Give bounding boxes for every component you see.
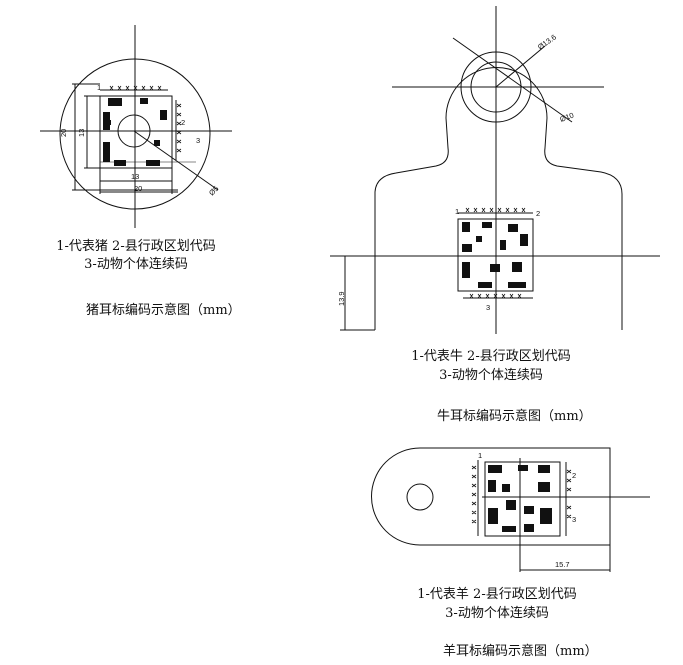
sheep-tick-marks [471,465,572,524]
cattle-code-square [457,218,534,292]
sheep-dim-width: 15.7 [555,560,570,569]
pig-dim-outer: 20 [59,129,68,137]
sheep-code-modules [488,465,552,532]
pig-hole-leader [133,130,219,191]
pig-tick-marks [109,85,182,153]
sheep-figure-title: 羊耳标编码示意图（mm） [443,644,598,659]
cattle-legend-line2: 3-动物个体连续码 [439,368,543,383]
cattle-label-1: 1 [455,207,459,216]
cattle-dim-height: 13.9 [337,291,346,306]
cattle-tick-marks [465,207,526,299]
pig-tag-drawing [40,25,232,228]
pig-figure-title: 猪耳标编码示意图（mm） [86,303,241,318]
pig-label-1: 1 [97,83,101,92]
sheep-tag-drawing [371,447,650,572]
sheep-tag-hole [406,483,434,511]
cattle-figure-title: 牛耳标编码示意图（mm） [437,409,592,424]
pig-dim-width-outer: 20 [134,184,142,193]
cattle-label-2: 2 [536,209,540,218]
sheep-code-square [484,461,561,537]
pig-legend-line2: 3-动物个体连续码 [84,257,188,272]
cattle-label-3: 3 [486,303,490,312]
pig-label-2: 2 [181,118,185,127]
pig-dim-hole: Ø5 [207,184,220,197]
cattle-code-modules [462,222,528,288]
pig-label-3: 3 [196,136,200,145]
sheep-tag-outline [371,447,611,546]
sheep-label-1: 1 [478,451,482,460]
cattle-legend-line1: 1-代表牛 2-县行政区划代码 [411,349,571,364]
cattle-tag-drawing [330,6,660,334]
pig-legend-line1: 1-代表猪 2-县行政区划代码 [56,239,216,254]
sheep-legend-line1: 1-代表羊 2-县行政区划代码 [417,587,577,602]
cattle-circle-leader [452,37,573,123]
pig-dim-inner: 13 [77,129,86,137]
sheep-legend-line2: 3-动物个体连续码 [445,606,549,621]
pig-code-modules [103,98,167,166]
pig-center-hole [117,114,151,148]
cattle-dim-outer-circle: Ø13.6 [536,33,558,52]
pig-code-square [99,95,173,169]
pig-dim-width-inner: 13 [131,172,139,181]
sheep-label-2: 2 [572,471,576,480]
sheep-label-3: 3 [572,515,576,524]
cattle-dim-inner-circle: Ø10 [559,111,575,124]
